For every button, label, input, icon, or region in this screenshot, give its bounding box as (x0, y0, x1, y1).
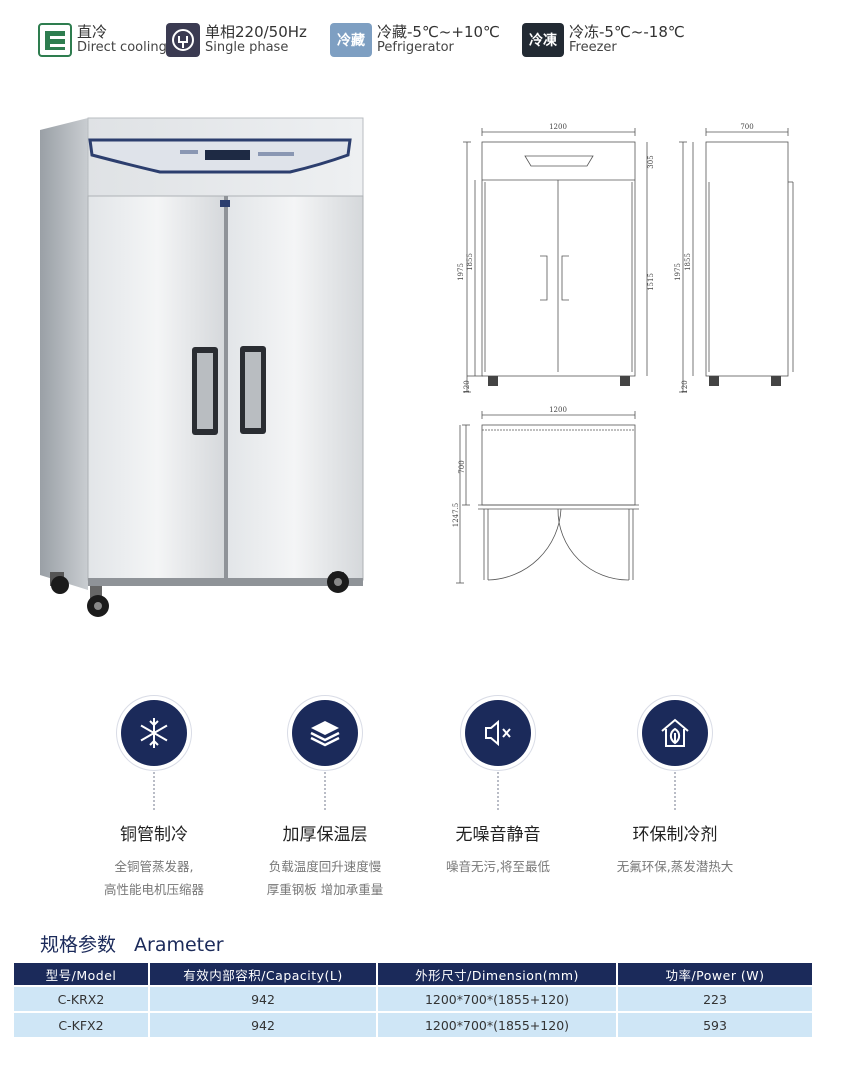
header-dimension: 外形尺寸/Dimension(mm) (377, 963, 618, 986)
feature-eco-refrigerant: 环保制冷剂 无氟环保,蒸发潜热大 (590, 700, 760, 878)
badge-title: 单相220/50Hz (205, 23, 307, 42)
single-phase-icon (166, 23, 200, 57)
dim-total-height-label: 1975 (674, 263, 682, 281)
dim-open-depth-label: 1247.5 (452, 503, 460, 528)
feature-divider (674, 772, 676, 810)
cell-capacity: 942 (149, 1011, 378, 1037)
header-capacity: 有效内部容积/Capacity(L) (149, 963, 378, 986)
badge-subtitle: Direct cooling (77, 40, 167, 56)
feature-divider (324, 772, 326, 810)
top-view-drawing: 1200 700 1247.5 (452, 406, 639, 584)
feature-desc: 无氟环保,蒸发潜热大 (616, 859, 734, 874)
badge-single-phase: 单相220/50Hz Single phase (166, 22, 307, 58)
dim-body-height-label: 1855 (684, 253, 692, 271)
header-power: 功率/Power (W) (617, 963, 812, 986)
feature-copper-cooling: 铜管制冷 全铜管蒸发器, 高性能电机压缩器 (69, 700, 239, 901)
spec-table: 型号/Model 有效内部容积/Capacity(L) 外形尺寸/Dimensi… (14, 963, 812, 1037)
layers-icon (292, 700, 358, 766)
feature-desc: 噪音无污,将至最低 (446, 859, 550, 874)
spec-title-cn: 规格参数 (40, 934, 117, 956)
badge-subtitle: Pefrigerator (377, 40, 454, 56)
feature-desc: 高性能电机压缩器 (103, 882, 204, 897)
snowflake-icon (121, 700, 187, 766)
refrigerator-photo (40, 117, 364, 617)
cell-model: C-KFX2 (14, 1011, 150, 1037)
feature-title: 无噪音静音 (455, 825, 541, 845)
feature-desc: 负载温度回升速度慢 (268, 859, 382, 874)
spec-heading: 规格参数 Arameter (40, 930, 224, 957)
dim-door-height-label: 1515 (647, 273, 655, 291)
cell-power: 593 (617, 1011, 812, 1037)
dim-leg-height-label: 120 (463, 380, 471, 393)
feature-divider (497, 772, 499, 810)
eco-house-icon (642, 700, 708, 766)
feature-thick-insulation: 加厚保温层 负载温度回升速度慢 厚重钢板 增加承重量 (240, 700, 410, 901)
badge-freezer: 冷凍 冷冻-5℃~-18℃ Freezer (522, 22, 685, 58)
dim-leg-height-label: 120 (681, 380, 689, 393)
dim-depth-label: 700 (740, 123, 753, 131)
table-row: C-KFX2 942 1200*700*(1855+120) 593 (14, 1011, 812, 1037)
refrigerator-icon: 冷藏 (330, 23, 372, 57)
freezer-icon: 冷凍 (522, 23, 564, 57)
feature-silent: 无噪音静音 噪音无污,将至最低 (413, 700, 583, 878)
spec-title-en: Arameter (134, 934, 224, 956)
dim-top-height-label: 305 (647, 155, 655, 168)
dim-width-label: 1200 (549, 406, 567, 414)
dim-total-height-label: 1975 (457, 263, 465, 281)
header-model: 型号/Model (14, 963, 150, 986)
direct-cooling-icon (38, 23, 72, 57)
feature-title: 铜管制冷 (120, 825, 188, 845)
feature-divider (153, 772, 155, 810)
spec-header-row: 型号/Model 有效内部容积/Capacity(L) 外形尺寸/Dimensi… (14, 963, 812, 986)
cell-dimension: 1200*700*(1855+120) (377, 985, 618, 1012)
badge-subtitle: Freezer (569, 40, 617, 56)
badge-refrigerator: 冷藏 冷藏-5℃~+10℃ Pefrigerator (330, 22, 500, 58)
mute-speaker-icon (465, 700, 531, 766)
cell-power: 223 (617, 985, 812, 1012)
feature-desc: 厚重钢板 增加承重量 (266, 882, 384, 897)
side-elevation-drawing: 700 1975 1855 120 (674, 123, 794, 394)
dim-body-height-label: 1855 (466, 253, 474, 271)
dim-width-label: 1200 (549, 123, 567, 131)
badge-title: 直冷 (77, 23, 108, 42)
dim-depth-label: 700 (458, 460, 466, 473)
badge-direct-cooling: 直冷 Direct cooling (38, 22, 167, 58)
feature-title: 加厚保温层 (282, 825, 368, 845)
feature-title: 环保制冷剂 (632, 825, 718, 845)
cell-dimension: 1200*700*(1855+120) (377, 1011, 618, 1037)
cell-model: C-KRX2 (14, 985, 150, 1012)
feature-desc: 全铜管蒸发器, (114, 859, 194, 874)
badge-title: 冷藏-5℃~+10℃ (377, 23, 500, 42)
front-elevation-drawing: 1200 305 1975 1855 1515 120 (457, 123, 655, 394)
badge-title: 冷冻-5℃~-18℃ (569, 23, 685, 42)
cell-capacity: 942 (149, 985, 378, 1012)
badge-subtitle: Single phase (205, 40, 289, 56)
table-row: C-KRX2 942 1200*700*(1855+120) 223 (14, 985, 812, 1012)
